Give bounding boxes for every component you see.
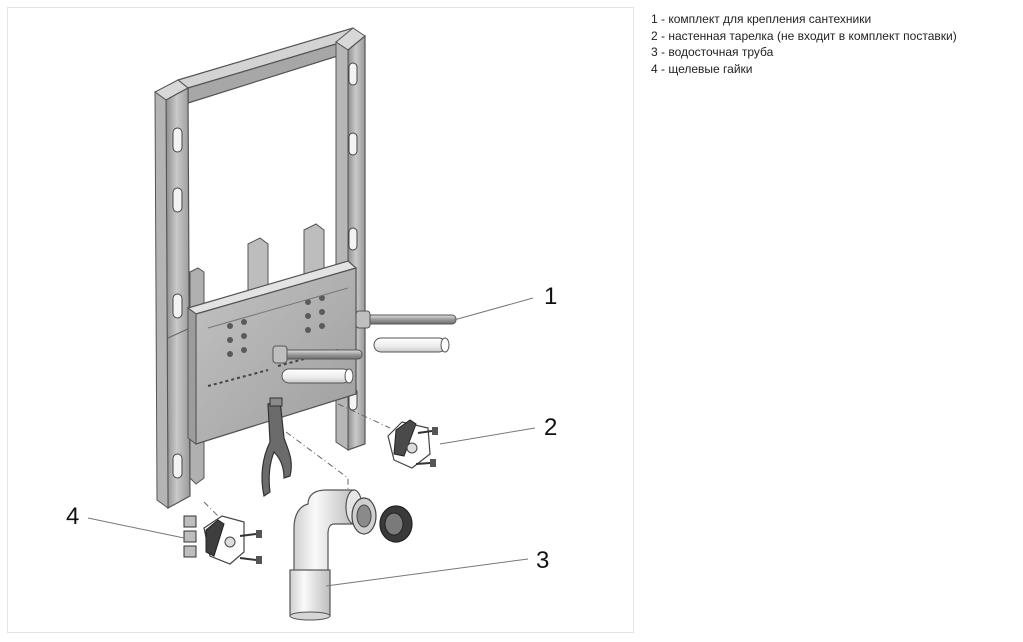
rod-sleeves bbox=[281, 337, 450, 384]
pipe-clamp bbox=[261, 397, 292, 497]
installation-diagram: 1 2 3 4 bbox=[7, 7, 634, 633]
legend-item-3: 3 - водосточная труба bbox=[651, 45, 774, 59]
callout-3: 3 bbox=[536, 547, 549, 574]
threaded-rods bbox=[272, 310, 457, 364]
wall-plate bbox=[387, 419, 438, 469]
exploded-view-drawing: 1 2 3 4 bbox=[66, 27, 557, 621]
frame-left-rail bbox=[154, 79, 191, 510]
slot-nuts bbox=[183, 515, 262, 565]
leader-lines bbox=[87, 297, 536, 587]
drain-pipe bbox=[289, 489, 377, 621]
callout-4: 4 bbox=[66, 503, 79, 530]
frame-top-bar bbox=[176, 27, 365, 104]
callout-1: 1 bbox=[544, 283, 557, 310]
parts-legend: 1 - комплект для крепления сантехники 2 … bbox=[651, 11, 957, 77]
legend-item-1: 1 - комплект для крепления сантехники bbox=[651, 12, 872, 26]
legend-item-2: 2 - настенная тарелка (не входит в компл… bbox=[651, 28, 957, 43]
seal-ring bbox=[379, 505, 413, 543]
legend-item-4: 4 - щелевые гайки bbox=[651, 61, 753, 76]
callout-2: 2 bbox=[544, 414, 557, 441]
